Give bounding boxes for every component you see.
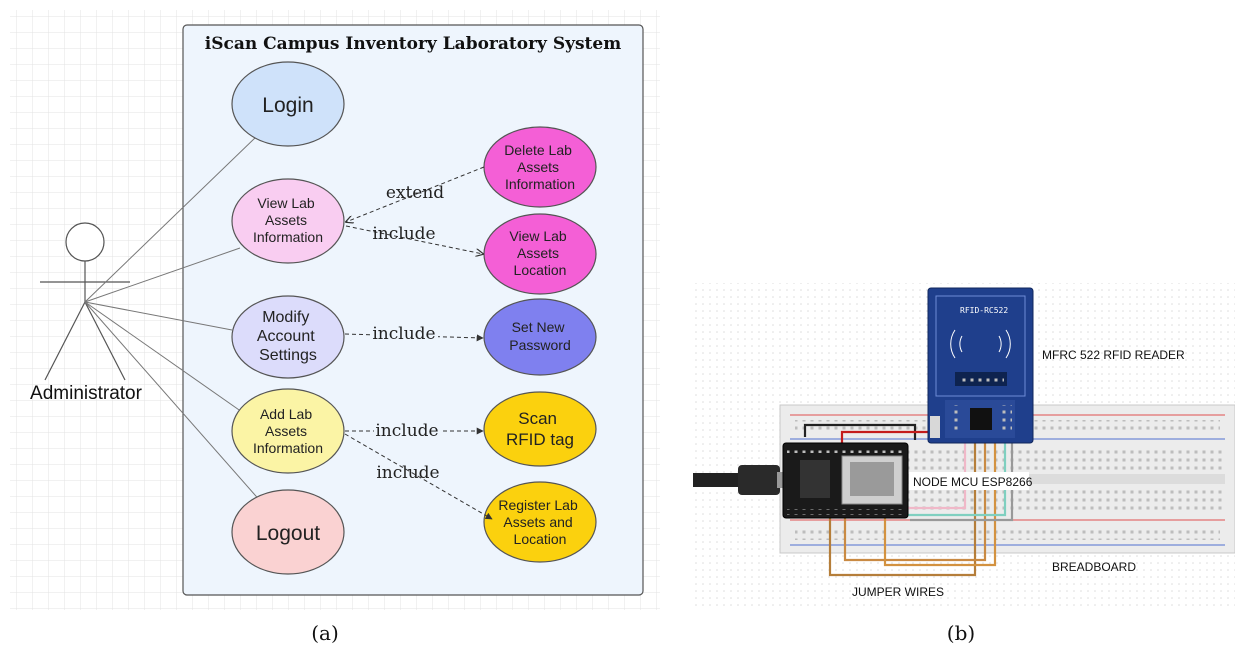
login-label: Login — [262, 94, 313, 117]
add-lab-assets-line-1: Add Lab — [260, 406, 312, 422]
node-mcu-board — [782, 442, 909, 519]
view-lab-assets-line-3: Information — [253, 229, 323, 245]
jumper-wires — [803, 423, 1014, 577]
modify-account-line-1: Modify — [262, 309, 309, 326]
rfid-reader-board: RFID-RC522 — [927, 287, 1034, 444]
delete-lab-assets-line-3: Information — [505, 176, 575, 192]
system-title: iScan Campus Inventory Laboratory System — [205, 34, 621, 54]
use-case-login: Login — [231, 61, 345, 147]
include-label-3: include — [375, 421, 438, 441]
include-label-1: include — [372, 224, 435, 244]
register-line-3: Location — [514, 531, 567, 547]
caption-a: (a) — [311, 621, 339, 645]
view-lab-location-line-3: Location — [514, 262, 567, 278]
include-label-4: include — [376, 463, 439, 483]
delete-lab-assets-line-2: Assets — [517, 159, 559, 175]
register-line-1: Register Lab — [498, 497, 578, 513]
svg-text:Set New Password: Set New Password — [509, 319, 570, 353]
add-lab-assets-line-2: Assets — [265, 423, 307, 439]
logout-label: Logout — [256, 522, 320, 545]
use-case-logout: Logout — [231, 489, 345, 575]
svg-text:Delete Lab Assets: Delete Lab Assets Information — [504, 142, 576, 192]
use-case-modify-account: Modify Account Settings — [231, 295, 345, 379]
set-password-line-2: Password — [509, 337, 570, 353]
use-case-view-lab-location: View Lab Assets Location — [483, 213, 597, 295]
delete-lab-assets-line-1: Delete Lab — [504, 142, 572, 158]
actor-label: Administrator — [30, 383, 143, 404]
svg-text:Modify Account: Modify Account Settings — [257, 309, 319, 364]
view-lab-location-line-2: Assets — [517, 245, 559, 261]
use-case-view-lab-assets: View Lab Assets Information — [231, 178, 345, 264]
use-case-scan-rfid: Scan RFID tag — [483, 391, 597, 467]
modify-account-line-2: Account — [257, 328, 315, 345]
use-case-register-lab-assets: Register Lab Assets and Location — [483, 481, 597, 563]
add-lab-assets-line-3: Information — [253, 440, 323, 456]
view-lab-assets-line-2: Assets — [265, 212, 307, 228]
jumper-wires-label: JUMPER WIRES — [852, 585, 944, 599]
use-case-set-new-password: Set New Password — [483, 298, 597, 376]
usb-cable — [693, 465, 787, 495]
actor-associations — [84, 136, 263, 504]
view-lab-location-line-1: View Lab — [509, 228, 567, 244]
use-case-delete-lab-assets: Delete Lab Assets Information — [483, 126, 597, 208]
scan-rfid-line-2: RFID tag — [506, 430, 574, 449]
svg-text:View Lab Assets: View Lab Assets Information — [253, 195, 323, 245]
svg-text:Scan RFID tag: Scan RFID tag — [506, 409, 574, 449]
view-lab-assets-line-1: View Lab — [257, 195, 315, 211]
breadboard-label: BREADBOARD — [1052, 560, 1136, 574]
modify-account-line-3: Settings — [259, 347, 317, 364]
caption-b: (b) — [947, 621, 975, 645]
svg-text:Register Lab Assets an: Register Lab Assets and Location — [498, 497, 581, 547]
use-case-add-lab-assets: Add Lab Assets Information — [231, 388, 345, 474]
rfid-silkscreen: RFID-RC522 — [960, 306, 1008, 315]
set-password-line-1: Set New — [512, 319, 566, 335]
actor-administrator — [40, 222, 130, 381]
relation-arrows — [345, 166, 493, 520]
include-label-2: include — [372, 324, 435, 344]
use-case-diagram: iScan Campus Inventory Laboratory System… — [10, 10, 660, 610]
svg-text:View Lab Assets: View Lab Assets Location — [509, 228, 570, 278]
node-mcu-label: NODE MCU ESP8266 — [913, 475, 1033, 489]
register-line-2: Assets and — [503, 514, 572, 530]
svg-text:Add Lab Assets: Add Lab Assets Information — [253, 406, 323, 456]
hardware-diagram: RFID-RC522 NODE MCU ESP8266 MFRC 522 RFI… — [693, 283, 1235, 608]
extend-label: extend — [386, 183, 444, 203]
scan-rfid-line-1: Scan — [518, 409, 557, 428]
rfid-reader-label: MFRC 522 RFID READER — [1042, 348, 1185, 362]
